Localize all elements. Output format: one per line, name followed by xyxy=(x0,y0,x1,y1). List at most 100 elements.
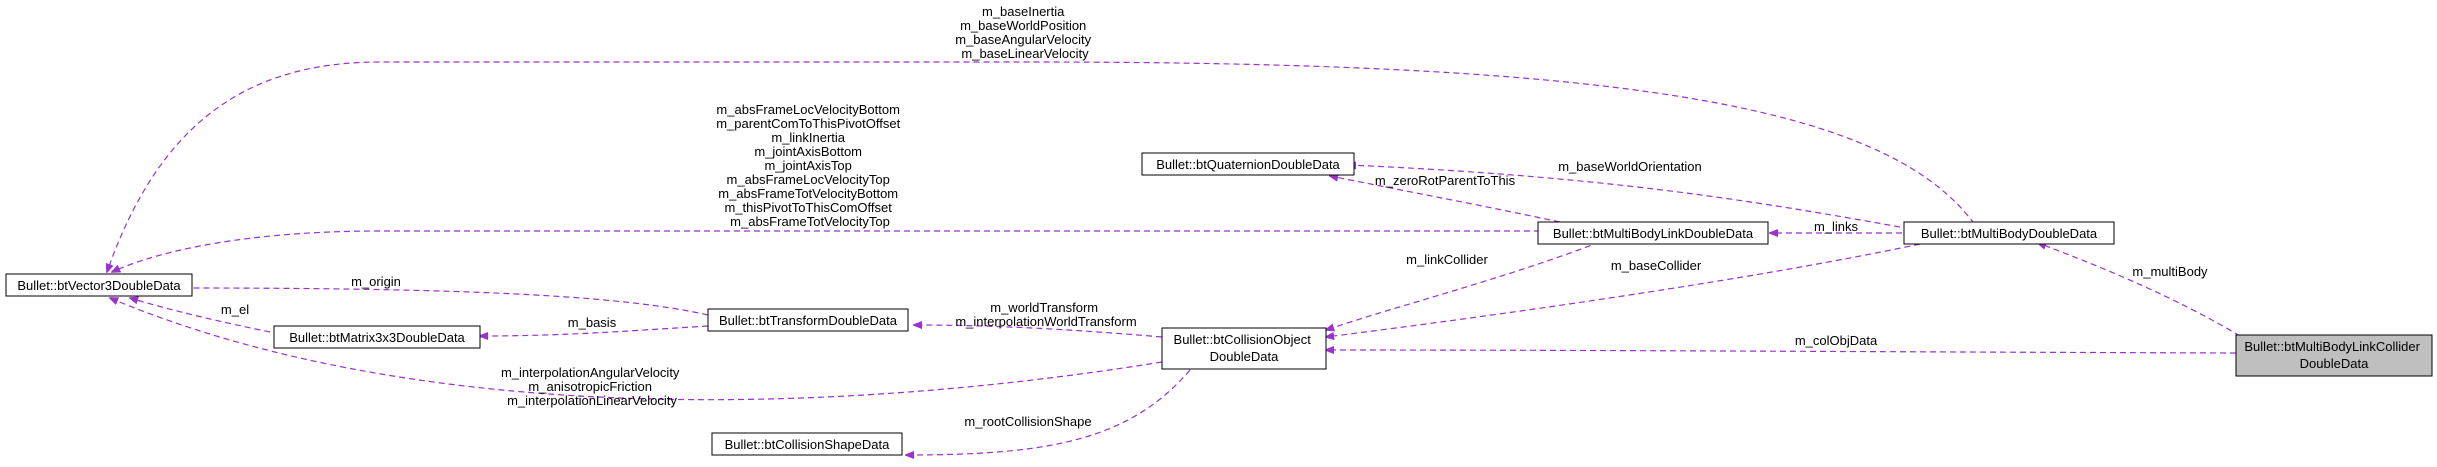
node-label-line: Bullet::btCollisionShapeData xyxy=(725,437,891,452)
node-label: Bullet::btMultiBodyDoubleData xyxy=(1921,226,2098,241)
label-line: m_basis xyxy=(568,315,617,330)
node-box xyxy=(711,432,903,456)
node-box xyxy=(1903,221,2115,245)
label-line: m_baseWorldOrientation xyxy=(1558,159,1702,174)
edge-label: m_interpolationAngularVelocity m_anisotr… xyxy=(501,365,683,408)
edge-line xyxy=(906,369,1191,455)
node-label-line: Bullet::btMultiBodyLinkCollider xyxy=(2244,339,2420,354)
label-line: m_el xyxy=(221,302,249,317)
edge-multibody-to-vector3: m_baseInertia m_baseWorldPosition m_base… xyxy=(107,4,1981,272)
edge-line xyxy=(2038,243,2241,337)
edge-label: m_baseInertia m_baseWorldPosition m_base… xyxy=(955,4,1094,61)
node-collision-shape-data[interactable]: Bullet::btCollisionShapeData xyxy=(711,432,903,456)
edge-collider-to-collobj: m_colObjData xyxy=(1326,333,2237,353)
edge-link-to-quaternion: m_zeroRotParentToThis xyxy=(1330,173,1561,223)
label-line: m_jointAxisTop xyxy=(764,158,851,173)
node-box xyxy=(707,308,909,332)
label-line: m_absFrameLocVelocityBottom xyxy=(716,102,900,117)
node-collision-object-double-data[interactable]: Bullet::btCollisionObject DoubleData xyxy=(1161,327,1327,370)
node-label-line: Bullet::btCollisionObject xyxy=(1174,332,1312,347)
edge-label: m_linkCollider xyxy=(1406,252,1488,267)
node-label-line: Bullet::btMultiBodyLinkDoubleData xyxy=(1553,226,1754,241)
edge-multibody-to-collobj: m_baseCollider xyxy=(1326,243,1921,337)
node-label: Bullet::btCollisionShapeData xyxy=(725,437,891,452)
label-line: m_multiBody xyxy=(2132,264,2208,279)
edge-line xyxy=(1326,350,2237,353)
node-label: Bullet::btCollisionObject DoubleData xyxy=(1174,332,1315,364)
label-line: m_links xyxy=(1814,219,1859,234)
node-box xyxy=(5,273,193,297)
edge-line xyxy=(112,230,1540,272)
label-line: m_baseCollider xyxy=(1611,258,1702,273)
node-multibody-double-data[interactable]: Bullet::btMultiBodyDoubleData xyxy=(1903,221,2115,245)
label-line: m_interpolationAngularVelocity xyxy=(501,365,680,380)
node-label: Bullet::btMultiBodyLinkCollider DoubleDa… xyxy=(2244,339,2423,371)
node-label-line: DoubleData xyxy=(2300,356,2369,371)
edge-line xyxy=(1326,243,1921,337)
edge-label: m_absFrameLocVelocityBottom m_parentComT… xyxy=(716,102,904,229)
node-label: Bullet::btMatrix3x3DoubleData xyxy=(289,330,465,345)
edge-transform-to-vector3: m_origin xyxy=(184,274,709,316)
node-label-line: Bullet::btMatrix3x3DoubleData xyxy=(289,330,465,345)
node-matrix3x3-double-data[interactable]: Bullet::btMatrix3x3DoubleData xyxy=(273,325,481,349)
label-line: m_thisPivotToThisComOffset xyxy=(725,200,893,215)
edge-label: m_basis xyxy=(568,315,617,330)
edge-multibody-to-link: m_links xyxy=(1770,219,1902,234)
edge-label: m_baseWorldOrientation xyxy=(1558,159,1702,174)
label-line: m_baseWorldPosition xyxy=(960,18,1086,33)
node-quaternion-double-data[interactable]: Bullet::btQuaternionDoubleData xyxy=(1141,152,1355,176)
node-box xyxy=(2235,334,2433,377)
label-line: m_origin xyxy=(351,274,401,289)
node-box xyxy=(273,325,481,349)
node-multibody-link-collider-double-data[interactable]: Bullet::btMultiBodyLinkCollider DoubleDa… xyxy=(2235,334,2433,377)
label-line: m_linkInertia xyxy=(771,130,845,145)
edge-label: m_worldTransform m_interpolationWorldTra… xyxy=(955,300,1136,329)
node-label-line: Bullet::btQuaternionDoubleData xyxy=(1156,157,1340,172)
edge-line xyxy=(110,298,1163,401)
node-multibody-link-double-data[interactable]: Bullet::btMultiBodyLinkDoubleData xyxy=(1537,221,1769,245)
edge-matrix-to-vector3: m_el xyxy=(130,298,281,335)
node-label-line: Bullet::btVector3DoubleData xyxy=(17,278,181,293)
edge-transform-to-matrix: m_basis xyxy=(480,315,709,336)
label-line: m_baseAngularVelocity xyxy=(955,32,1091,47)
edge-label: m_origin xyxy=(351,274,401,289)
node-label-line: Bullet::btMultiBodyDoubleData xyxy=(1921,226,2098,241)
edge-link-to-collobj: m_linkCollider xyxy=(1326,241,1601,330)
label-line: m_interpolationLinearVelocity xyxy=(507,393,677,408)
edge-label: m_baseCollider xyxy=(1611,258,1702,273)
label-line: m_absFrameLocVelocityTop xyxy=(727,172,890,187)
node-label-line: Bullet::btTransformDoubleData xyxy=(719,313,898,328)
node-box xyxy=(1537,221,1769,245)
edge-label: m_links xyxy=(1814,219,1859,234)
edge-line xyxy=(1348,165,1901,228)
node-transform-double-data[interactable]: Bullet::btTransformDoubleData xyxy=(707,308,909,332)
label-line: m_parentComToThisPivotOffset xyxy=(716,116,900,131)
label-line: m_interpolationWorldTransform xyxy=(955,314,1136,329)
edge-collobj-to-transform: m_worldTransform m_interpolationWorldTra… xyxy=(914,300,1163,338)
label-line: m_worldTransform xyxy=(990,300,1098,315)
node-label: Bullet::btVector3DoubleData xyxy=(17,278,181,293)
node-label: Bullet::btMultiBodyLinkDoubleData xyxy=(1553,226,1754,241)
edge-link-to-vector3: m_absFrameLocVelocityBottom m_parentComT… xyxy=(112,102,1540,272)
edge-label: m_colObjData xyxy=(1795,333,1878,348)
node-label-line: DoubleData xyxy=(1210,349,1279,364)
edge-collobj-to-shape: m_rootCollisionShape xyxy=(906,369,1191,455)
edge-collider-to-multibody: m_multiBody xyxy=(2038,243,2241,337)
label-line: m_baseLinearVelocity xyxy=(961,46,1089,61)
edge-line xyxy=(1326,241,1601,330)
node-box xyxy=(1141,152,1355,176)
label-line: m_absFrameTotVelocityBottom xyxy=(718,186,898,201)
edge-line xyxy=(107,61,1981,272)
node-label: Bullet::btTransformDoubleData xyxy=(719,313,898,328)
label-line: m_rootCollisionShape xyxy=(964,414,1091,429)
edge-line xyxy=(184,288,709,316)
label-line: m_zeroRotParentToThis xyxy=(1375,173,1516,188)
label-line: m_anisotropicFriction xyxy=(528,379,652,394)
node-vector3-double-data[interactable]: Bullet::btVector3DoubleData xyxy=(5,273,193,297)
label-line: m_colObjData xyxy=(1795,333,1878,348)
label-line: m_absFrameTotVelocityTop xyxy=(730,214,890,229)
edge-line xyxy=(130,298,281,335)
edge-label: m_el xyxy=(221,302,249,317)
edge-line xyxy=(480,325,709,336)
